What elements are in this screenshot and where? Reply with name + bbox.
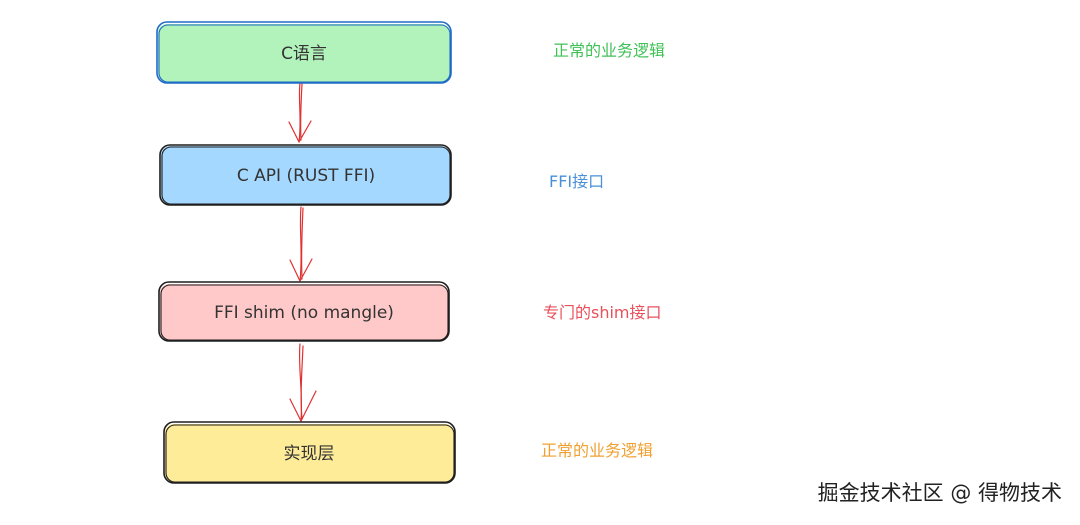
box-label: 实现层: [284, 444, 335, 464]
annotation-ffi-interface: FFI接口: [549, 172, 604, 191]
box-label: C语言: [281, 44, 327, 64]
box-c-language: C语言: [156, 21, 452, 84]
arrow-2: [289, 206, 313, 282]
annotation-shim-interface: 专门的shim接口: [543, 303, 662, 322]
arrow-1: [288, 82, 312, 143]
box-ffi-shim: FFI shim (no mangle): [158, 281, 450, 342]
arrow-3: [289, 343, 317, 422]
annotation-business-logic-top: 正常的业务逻辑: [553, 41, 665, 60]
box-c-api: C API (RUST FFI): [159, 144, 452, 206]
flow-arrows: [288, 82, 317, 422]
watermark: 掘金技术社区 @ 得物技术: [818, 481, 1062, 505]
annotation-business-logic-bottom: 正常的业务逻辑: [541, 441, 653, 460]
box-label: FFI shim (no mangle): [214, 303, 394, 323]
box-implementation-layer: 实现层: [163, 421, 456, 484]
box-label: C API (RUST FFI): [237, 166, 375, 186]
